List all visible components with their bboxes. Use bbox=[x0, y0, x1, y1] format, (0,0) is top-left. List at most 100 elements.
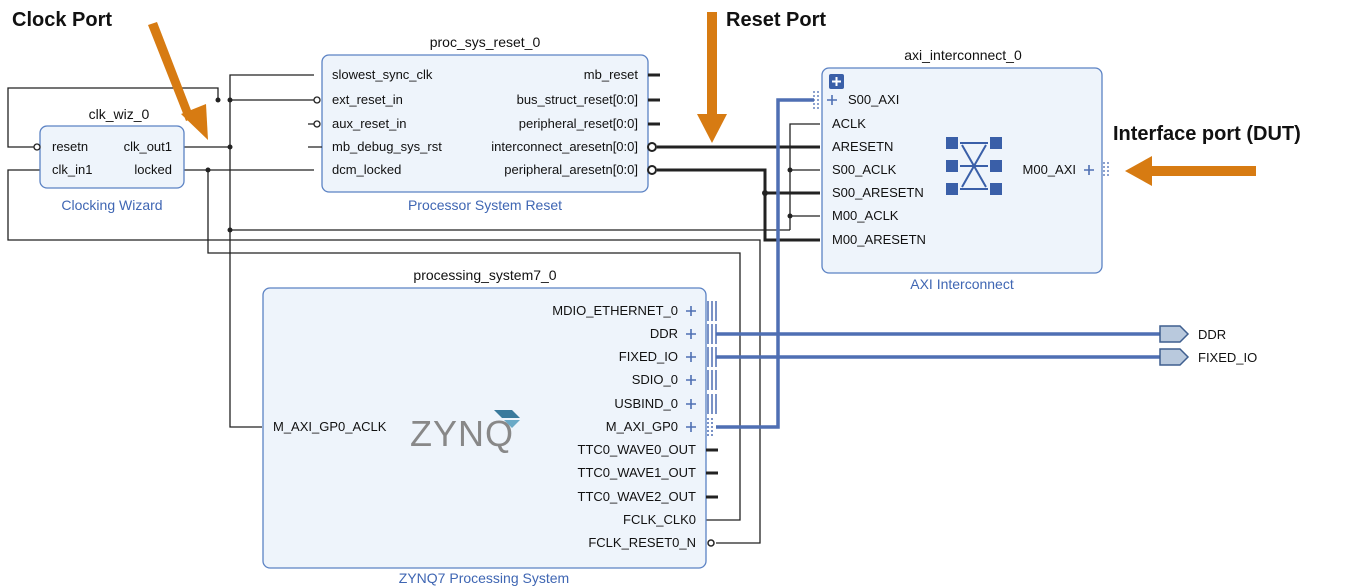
port-locked[interactable]: locked bbox=[134, 162, 172, 177]
inverted-pin-icon bbox=[313, 120, 321, 128]
proc-sys-reset-type-label: Processor System Reset bbox=[408, 197, 562, 213]
port-fclk-clk0[interactable]: FCLK_CLK0 bbox=[623, 512, 696, 527]
processing-system-instance-name: processing_system7_0 bbox=[413, 267, 556, 283]
axi-interconnect-box[interactable] bbox=[821, 67, 1103, 274]
crossbar-icon bbox=[946, 137, 1002, 195]
inverted-pin-icon bbox=[647, 142, 657, 152]
zynq-logo-chevron-icon bbox=[504, 420, 520, 428]
port-sdio-0[interactable]: SDIO_0 bbox=[632, 372, 678, 387]
port-clk-out1[interactable]: clk_out1 bbox=[124, 139, 172, 154]
external-port-icon bbox=[1159, 325, 1190, 343]
junction-dot bbox=[227, 227, 233, 233]
annotation-clock-port: Clock Port bbox=[12, 9, 112, 31]
processing-system-block[interactable]: processing_system7_0 M_AXI_GP0_ACLK ZYNQ… bbox=[262, 267, 718, 586]
external-port-ddr[interactable]: DDR bbox=[1159, 325, 1226, 343]
external-port-icon bbox=[1159, 348, 1190, 366]
plus-icon bbox=[686, 422, 696, 432]
plus-icon bbox=[686, 306, 696, 316]
annotation-reset-port: Reset Port bbox=[726, 9, 826, 31]
proc-sys-reset-block[interactable]: proc_sys_reset_0 slowest_sync_clk ext_re… bbox=[308, 34, 660, 213]
clk-wiz-box[interactable] bbox=[39, 125, 185, 189]
plus-icon[interactable] bbox=[1084, 165, 1094, 175]
port-usbind-0[interactable]: USBIND_0 bbox=[614, 396, 678, 411]
port-ttc0-wave1-out[interactable]: TTC0_WAVE1_OUT bbox=[578, 465, 697, 480]
port-mdio-ethernet-0[interactable]: MDIO_ETHERNET_0 bbox=[552, 303, 678, 318]
interface-pin-icon bbox=[707, 370, 717, 390]
port-resetn[interactable]: resetn bbox=[52, 139, 88, 154]
wires bbox=[7, 74, 1160, 544]
interface-port-arrow-icon bbox=[1150, 166, 1256, 176]
annotations: Clock Port Reset Port Interface port (DU… bbox=[12, 9, 1301, 186]
plus-icon[interactable] bbox=[827, 95, 837, 105]
plus-icon bbox=[686, 329, 696, 339]
port-ext-reset-in[interactable]: ext_reset_in bbox=[332, 92, 403, 107]
wire-peripheral-aresetn bbox=[657, 168, 820, 242]
port-clk-in1[interactable]: clk_in1 bbox=[52, 162, 92, 177]
plus-icon bbox=[686, 352, 696, 362]
ps-output-stubs bbox=[706, 448, 718, 499]
port-peripheral-reset[interactable]: peripheral_reset[0:0] bbox=[519, 116, 638, 131]
port-s00-aclk[interactable]: S00_ACLK bbox=[832, 162, 897, 177]
axi-interconnect-type-label: AXI Interconnect bbox=[910, 276, 1014, 292]
interface-pin-icon bbox=[1103, 162, 1109, 178]
axi-interconnect-instance-name: axi_interconnect_0 bbox=[904, 47, 1022, 63]
port-bus-struct-reset[interactable]: bus_struct_reset[0:0] bbox=[517, 92, 638, 107]
port-m00-axi[interactable]: M00_AXI bbox=[1023, 162, 1076, 177]
port-mb-debug-sys-rst[interactable]: mb_debug_sys_rst bbox=[332, 139, 442, 154]
interface-pin-icon bbox=[707, 324, 717, 344]
processing-system-box[interactable] bbox=[262, 287, 707, 569]
port-fclk-reset0-n[interactable]: FCLK_RESET0_N bbox=[588, 535, 696, 550]
inverted-pin-icon bbox=[647, 165, 657, 175]
port-dcm-locked[interactable]: dcm_locked bbox=[332, 162, 401, 177]
port-s00-aresetn[interactable]: S00_ARESETN bbox=[832, 185, 924, 200]
axi-interconnect-block[interactable]: axi_interconnect_0 S00_AXI ACLK ARESETN … bbox=[813, 47, 1109, 292]
clock-port-arrow-icon bbox=[148, 22, 194, 121]
reset-port-arrowhead-icon bbox=[697, 114, 727, 143]
port-m00-aresetn[interactable]: M00_ARESETN bbox=[832, 232, 926, 247]
ps-output-ports: MDIO_ETHERNET_0 DDR FIXED_IO SDIO_0 USBI… bbox=[552, 303, 696, 550]
port-interconnect-aresetn[interactable]: interconnect_aresetn[0:0] bbox=[491, 139, 638, 154]
proc-sys-reset-instance-name: proc_sys_reset_0 bbox=[430, 34, 541, 50]
expand-plus-glyph bbox=[832, 77, 841, 86]
plus-icon bbox=[686, 375, 696, 385]
interface-pin-icon bbox=[707, 418, 713, 436]
inverted-pin-icon bbox=[313, 96, 321, 104]
external-port-fixed-io[interactable]: FIXED_IO bbox=[1159, 348, 1257, 366]
port-m-axi-gp0[interactable]: M_AXI_GP0 bbox=[606, 419, 678, 434]
port-aresetn[interactable]: ARESETN bbox=[832, 139, 893, 154]
port-s00-axi[interactable]: S00_AXI bbox=[848, 92, 899, 107]
annotation-interface-port: Interface port (DUT) bbox=[1113, 123, 1301, 145]
junction-dot bbox=[205, 167, 211, 173]
clk-wiz-block[interactable]: clk_wiz_0 resetn clk_in1 clk_out1 locked… bbox=[33, 106, 185, 213]
ps-plus-icons[interactable] bbox=[686, 306, 696, 432]
input-pin-stubs bbox=[308, 123, 322, 148]
processing-system-type-label: ZYNQ7 Processing System bbox=[399, 570, 569, 586]
port-fixed-io[interactable]: FIXED_IO bbox=[619, 349, 678, 364]
junction-dot bbox=[787, 167, 793, 173]
zynq-logo: ZYNQ bbox=[410, 413, 514, 454]
port-aux-reset-in[interactable]: aux_reset_in bbox=[332, 116, 406, 131]
junction-dot bbox=[215, 97, 221, 103]
port-aclk[interactable]: ACLK bbox=[832, 116, 866, 131]
port-m00-aclk[interactable]: M00_ACLK bbox=[832, 208, 899, 223]
port-slowest-sync-clk[interactable]: slowest_sync_clk bbox=[332, 67, 433, 82]
external-port-ddr-label: DDR bbox=[1198, 327, 1226, 342]
inverted-pin-icon bbox=[707, 539, 715, 547]
wire-m-axi-gp0-to-s00-axi bbox=[716, 98, 814, 429]
port-ddr[interactable]: DDR bbox=[650, 326, 678, 341]
port-ttc0-wave0-out[interactable]: TTC0_WAVE0_OUT bbox=[578, 442, 697, 457]
junction-dot bbox=[227, 144, 233, 150]
wire-fclk-clk0 bbox=[207, 170, 741, 521]
port-ttc0-wave2-out[interactable]: TTC0_WAVE2_OUT bbox=[578, 489, 697, 504]
port-peripheral-aresetn[interactable]: peripheral_aresetn[0:0] bbox=[504, 162, 638, 177]
wire-fclk-reset-loop bbox=[7, 169, 761, 544]
external-port-fixed-io-label: FIXED_IO bbox=[1198, 350, 1257, 365]
port-m-axi-gp0-aclk[interactable]: M_AXI_GP0_ACLK bbox=[273, 419, 387, 434]
inverted-pin-icon bbox=[33, 143, 41, 151]
port-mb-reset[interactable]: mb_reset bbox=[584, 67, 639, 82]
junction-dot bbox=[787, 213, 793, 219]
wire-clk-to-axi-clocks bbox=[789, 123, 820, 230]
clk-wiz-instance-name: clk_wiz_0 bbox=[89, 106, 150, 122]
junction-dot bbox=[227, 97, 233, 103]
